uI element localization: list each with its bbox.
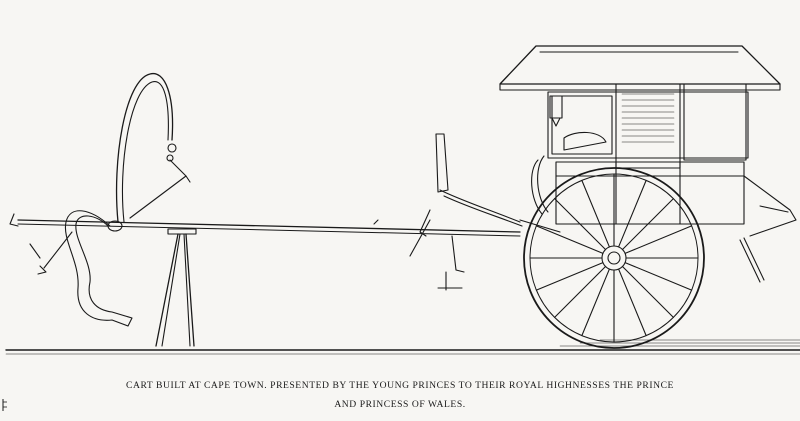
shaft — [10, 214, 520, 236]
margin-mark — [2, 399, 7, 411]
wheel-spoke — [555, 266, 606, 317]
wheel-spoke — [555, 199, 606, 250]
ground-line — [6, 340, 800, 354]
wheel-spokes — [530, 174, 698, 342]
wheel-spoke — [582, 269, 610, 336]
wheel-spoke — [536, 226, 603, 254]
wheel-spoke — [625, 226, 692, 254]
wheel-spoke — [625, 263, 692, 291]
wheel-spoke — [619, 269, 647, 336]
harness — [30, 74, 190, 326]
wheel-spoke — [622, 266, 673, 317]
trestle-stand — [156, 229, 196, 346]
carriage-body — [500, 46, 796, 282]
cart-engraving — [0, 0, 800, 372]
splashboard — [410, 134, 522, 290]
wheel — [524, 168, 704, 348]
caption: CART BUILT AT CAPE TOWN. PRESENTED BY TH… — [0, 376, 800, 414]
caption-line-2: AND PRINCESS OF WALES. — [334, 399, 466, 410]
wheel-spoke — [582, 180, 610, 247]
wheel-spoke — [536, 263, 603, 291]
caption-line-1: CART BUILT AT CAPE TOWN. PRESENTED BY TH… — [126, 380, 674, 391]
wheel-spoke — [622, 199, 673, 250]
wheel-spoke — [619, 180, 647, 247]
